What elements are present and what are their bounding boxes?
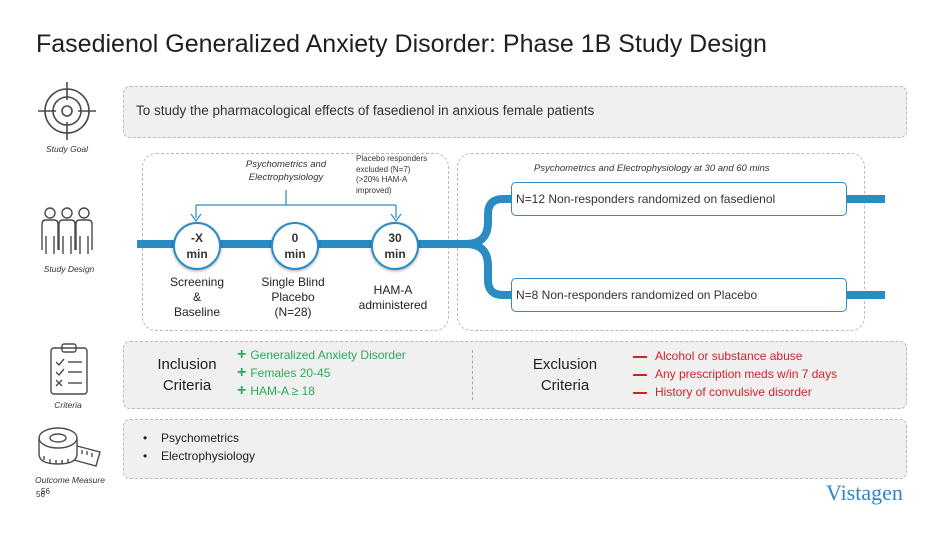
page-title: Fasedienol Generalized Anxiety Disorder:…: [36, 30, 767, 58]
arrow-right: [390, 213, 402, 223]
minus-icon: [633, 355, 647, 358]
criteria-label: Criteria: [54, 400, 82, 410]
criteria-panel: [123, 341, 907, 409]
placebo-arm-box: N=8 Non-responders randomized on Placebo: [511, 278, 847, 312]
placebo-responders-note: Placebo responders excluded (N=7) (>20% …: [356, 154, 428, 195]
post-randomization-note: Psychometrics and Electrophysiology at 3…: [534, 163, 770, 174]
outcome-item: •Psychometrics: [143, 431, 240, 445]
study-goal-label: Study Goal: [45, 144, 89, 154]
people-icon: [41, 207, 93, 254]
exclusion-title: Exclusion Criteria: [532, 356, 598, 394]
page-number-overlay: 56: [41, 487, 50, 496]
plus-icon: +: [237, 346, 247, 363]
exclusion-item: Any prescription meds w/in 7 days: [633, 367, 837, 381]
checklist-icon: [50, 343, 88, 395]
outcome-measure-label: Outcome Measure: [35, 475, 105, 485]
minus-icon: [633, 391, 647, 394]
outcome-item: •Electrophysiology: [143, 449, 256, 463]
tape-measure-icon: [38, 427, 101, 467]
study-design-label: Study Design: [43, 264, 95, 274]
exclusion-item: Alcohol or substance abuse: [633, 349, 802, 363]
study-goal-panel: [123, 86, 907, 138]
exclusion-item: History of convulsive disorder: [633, 385, 812, 399]
branch-lower: [465, 240, 515, 299]
branch-upper: [465, 195, 515, 248]
plus-icon: +: [237, 364, 247, 381]
criteria-divider: [472, 350, 473, 400]
target-icon: [38, 82, 96, 140]
plus-icon: +: [237, 382, 247, 399]
placebo-label: Single Blind Placebo (N=28): [261, 275, 325, 319]
screening-label: Screening & Baseline: [169, 275, 225, 319]
minus-icon: [633, 373, 647, 376]
inclusion-title: Inclusion Criteria: [157, 356, 217, 394]
vistagen-logo: Vistagen: [826, 480, 903, 505]
psychometrics-note: Psychometrics and Electrophysiology: [245, 159, 327, 183]
study-goal-text: To study the pharmacological effects of …: [136, 103, 595, 118]
arrow-left: [190, 213, 202, 223]
inclusion-item: +Females 20-45: [237, 364, 331, 381]
fasedienol-arm-box: N=12 Non-responders randomized on fasedi…: [511, 182, 847, 216]
outcome-panel: [123, 419, 907, 479]
inclusion-item: +Generalized Anxiety Disorder: [237, 346, 406, 363]
inclusion-item: +HAM-A ≥ 18: [237, 382, 315, 399]
ham-a-label: HAM-A administered: [358, 283, 428, 312]
page-number: 56: [36, 490, 45, 499]
